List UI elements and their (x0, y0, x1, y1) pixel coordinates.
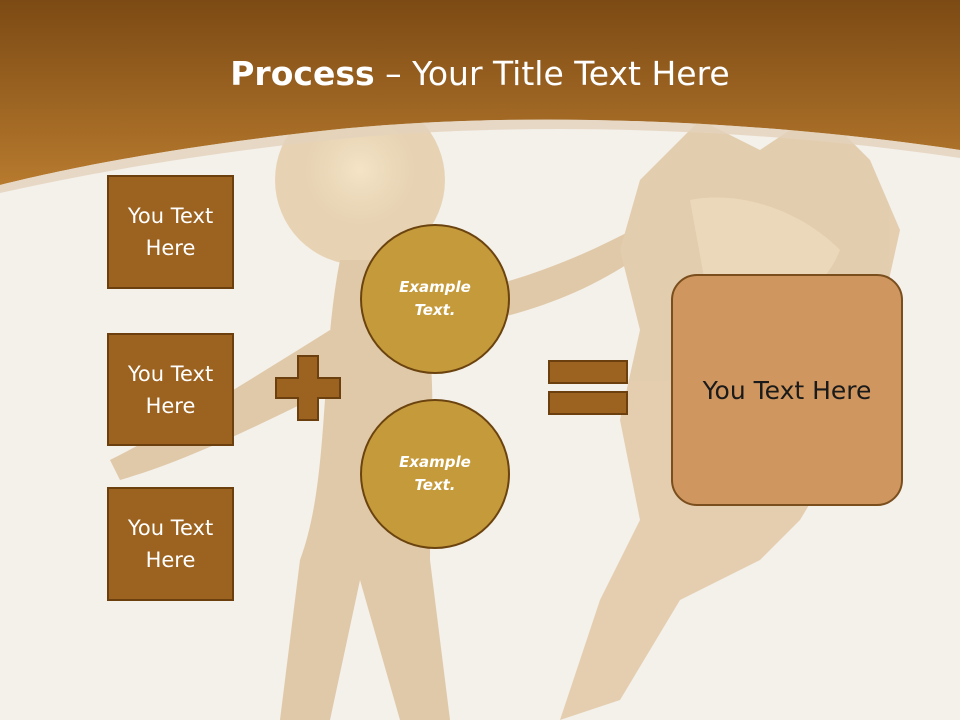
left-box-2: You Text Here (107, 333, 234, 446)
title-bold-part: Process (230, 54, 375, 93)
result-box: You Text Here (671, 274, 903, 506)
left-box-3: You Text Here (107, 487, 234, 601)
plus-operator-icon (275, 355, 341, 421)
example-circle-2: Example Text. (360, 399, 510, 549)
slide-title: Process – Your Title Text Here (0, 52, 960, 96)
left-box-1: You Text Here (107, 175, 234, 289)
example-circle-1: Example Text. (360, 224, 510, 374)
result-box-label: You Text Here (702, 375, 872, 405)
left-box-3-label: You Text Here (127, 516, 214, 572)
header-curve-highlight (0, 119, 960, 193)
header-band (0, 0, 960, 185)
equals-operator-icon (548, 360, 628, 415)
title-rest-part: – Your Title Text Here (374, 54, 730, 93)
left-box-1-label: You Text Here (127, 204, 214, 260)
left-box-2-label: You Text Here (127, 361, 214, 418)
example-circle-1-label: Example Text. (399, 278, 471, 319)
example-circle-2-label: Example Text. (399, 453, 471, 494)
